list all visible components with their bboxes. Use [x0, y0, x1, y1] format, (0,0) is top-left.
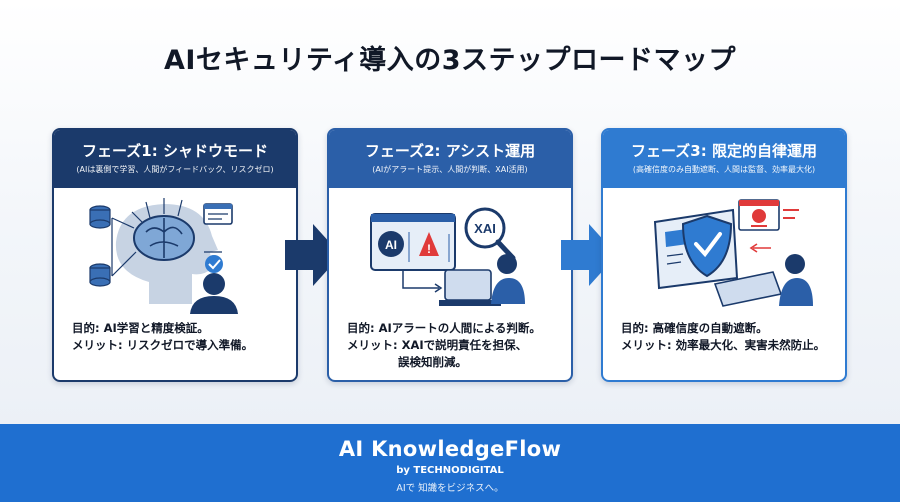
footer-banner: AI KnowledgeFlow by TECHNODIGITAL AIで 知識…	[0, 424, 900, 502]
phase-3-card: フェーズ3: 限定的自律運用 (高確信度のみ自動遮断、人間は監督、効率最大化) …	[601, 128, 847, 382]
phase-2-subtitle: (AIがアラート提示、人間が判断、XAI活用)	[372, 165, 528, 174]
phase-1-merit: メリット: リスクゼロで導入準備。	[72, 338, 254, 352]
phase-2-text: 目的: AIアラートの人間による判断。 メリット: XAIで説明責任を担保、 誤…	[347, 320, 561, 371]
phase-1-header: フェーズ1: シャドウモード (AIは裏側で学習、人間がフィードバック、リスクゼ…	[54, 130, 296, 188]
person-icon	[497, 254, 517, 274]
phase-1-title: フェーズ1: シャドウモード	[82, 142, 268, 160]
check-icon	[205, 255, 223, 273]
autonomous-illustration	[653, 199, 813, 307]
phase-3-header: フェーズ3: 限定的自律運用 (高確信度のみ自動遮断、人間は監督、効率最大化)	[603, 130, 845, 188]
ai-badge: AI	[385, 238, 397, 252]
phase-1-card: フェーズ1: シャドウモード (AIは裏側で学習、人間がフィードバック、リスクゼ…	[52, 128, 298, 382]
warning-icon	[419, 232, 439, 256]
footer-by: by TECHNODIGITAL	[396, 465, 504, 476]
skull-icon	[752, 209, 766, 223]
assist-illustration: AI ! XAI	[370, 207, 525, 306]
phase-3-text: 目的: 高確信度の自動遮断。 メリット: 効率最大化、実害未然防止。	[621, 320, 835, 354]
footer-brand: AI KnowledgeFlow	[338, 437, 562, 461]
person-icon	[785, 254, 805, 274]
phase-1-text: 目的: AI学習と精度検証。 メリット: リスクゼロで導入準備。	[72, 320, 286, 354]
blocked-icon	[783, 209, 799, 219]
phase-2-merit: メリット: XAIで説明責任を担保、	[347, 338, 528, 352]
phase-3-subtitle: (高確信度のみ自動遮断、人間は監督、効率最大化)	[632, 165, 816, 174]
phase-2-merit-cont: 誤検知削減。	[398, 355, 467, 369]
shadow-mode-illustration	[89, 198, 238, 314]
phase-2-card: フェーズ2: アシスト運用 (AIがアラート提示、人間が判断、XAI活用) AI…	[327, 128, 573, 382]
ai-chip-icon	[378, 231, 404, 257]
footer-tagline: AIで 知識をビジネスへ。	[396, 483, 504, 494]
magnifier-icon	[464, 207, 506, 249]
laptop-icon	[444, 269, 492, 301]
database-icon	[89, 205, 111, 287]
phase-1-goal: 目的: AI学習と精度検証。	[72, 321, 209, 335]
phase-2-goal: 目的: AIアラートの人間による判断。	[347, 321, 541, 335]
phase-1-subtitle: (AIは裏側で学習、人間がフィードバック、リスクゼロ)	[76, 165, 274, 174]
phase-3-title: フェーズ3: 限定的自律運用	[631, 142, 817, 160]
xai-badge: XAI	[474, 221, 496, 236]
phase-2-title: フェーズ2: アシスト運用	[364, 142, 536, 160]
phase-3-goal: 目的: 高確信度の自動遮断。	[621, 321, 768, 335]
page-title: AIセキュリティ導入の3ステップロードマップ	[163, 45, 737, 76]
phase-3-merit: メリット: 効率最大化、実害未然防止。	[621, 338, 826, 352]
shield-icon	[681, 214, 733, 278]
phase-2-header: フェーズ2: アシスト運用 (AIがアラート提示、人間が判断、XAI活用)	[329, 130, 571, 188]
svg-text:!: !	[427, 242, 431, 256]
person-icon	[203, 273, 225, 295]
